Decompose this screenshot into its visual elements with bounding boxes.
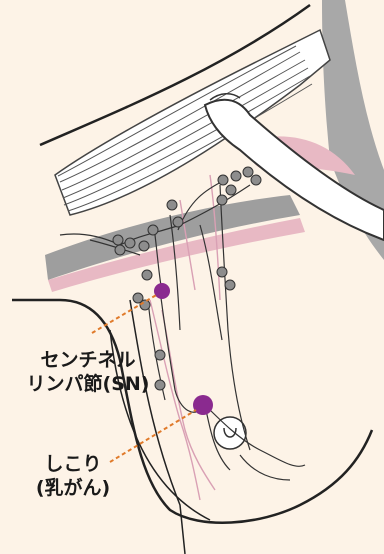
lymph-node [251, 175, 261, 185]
lymph-node [113, 235, 123, 245]
lymph-node [217, 195, 227, 205]
sentinel-node-label: センチネル リンパ節(SN) [18, 348, 158, 396]
sentinel-node-label-line2: リンパ節(SN) [18, 372, 158, 396]
tumor-marker [193, 395, 213, 415]
lymph-node [140, 300, 150, 310]
lymph-node [167, 200, 177, 210]
lymph-node [226, 185, 236, 195]
nipple [214, 417, 246, 449]
sentinel-node-marker [154, 283, 170, 299]
lymph-node [142, 270, 152, 280]
lymph-node [218, 175, 228, 185]
lymph-node [231, 171, 241, 181]
lymph-node [115, 245, 125, 255]
lymph-node [125, 238, 135, 248]
lymph-node [173, 217, 183, 227]
lymph-node [139, 241, 149, 251]
tumor-label-line1: しこり [28, 452, 118, 476]
lymph-node [217, 267, 227, 277]
tumor-label: しこり (乳がん) [28, 452, 118, 500]
tumor-label-line2: (乳がん) [28, 476, 118, 500]
lymph-node [243, 167, 253, 177]
sentinel-node-label-line1: センチネル [18, 348, 158, 372]
lymph-node [148, 225, 158, 235]
lymph-node [225, 280, 235, 290]
